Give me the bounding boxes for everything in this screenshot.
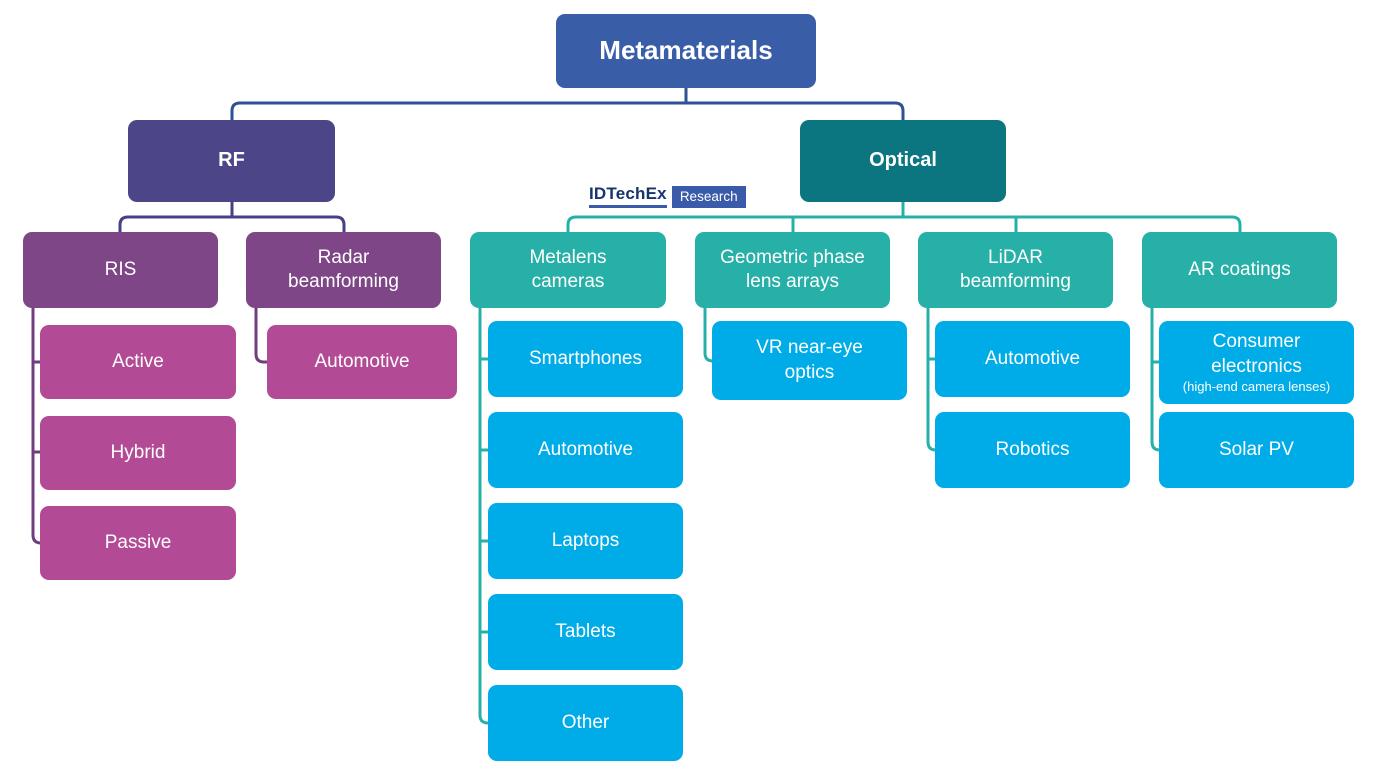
node-metamaterials: Metamaterials [556,14,816,88]
node-lidar-automotive: Automotive [935,321,1130,397]
node-other: Other [488,685,683,761]
node-smartphones: Smartphones [488,321,683,397]
connector-rf-rail [118,215,346,233]
node-radar-automotive: Automotive [267,325,457,399]
node-metalens-automotive: Automotive [488,412,683,488]
node-passive: Passive [40,506,236,580]
idtechex-logo: IDTechEx Research [589,184,746,208]
node-geometric-phase-lens-arrays: Geometric phase lens arrays [695,232,890,308]
node-ar-coatings: AR coatings [1142,232,1337,308]
node-lidar-beamforming: LiDAR beamforming [918,232,1113,308]
consumer-electronics-label: Consumer electronics [1211,331,1302,377]
node-solar-pv: Solar PV [1159,412,1354,488]
connector-radar-automotive [254,306,270,364]
idtechex-research-badge: Research [671,186,746,208]
node-radar-beamforming: Radar beamforming [246,232,441,308]
node-consumer-electronics: Consumer electronics (high-end camera le… [1159,321,1354,404]
connector-optical-rail [566,215,1242,233]
connector-root-rail [230,101,905,121]
node-tablets: Tablets [488,594,683,670]
node-vr-near-eye-optics: VR near-eye optics [712,321,907,400]
node-laptops: Laptops [488,503,683,579]
node-rf: RF [128,120,335,202]
node-optical: Optical [800,120,1006,202]
node-active: Active [40,325,236,399]
node-metalens-cameras: Metalens cameras [470,232,666,308]
idtechex-brand-text: IDTechEx [589,184,667,208]
connector-metalens-children [478,306,492,725]
consumer-electronics-note: (high-end camera lenses) [1182,378,1331,394]
node-ris: RIS [23,232,218,308]
node-hybrid: Hybrid [40,416,236,490]
node-robotics: Robotics [935,412,1130,488]
